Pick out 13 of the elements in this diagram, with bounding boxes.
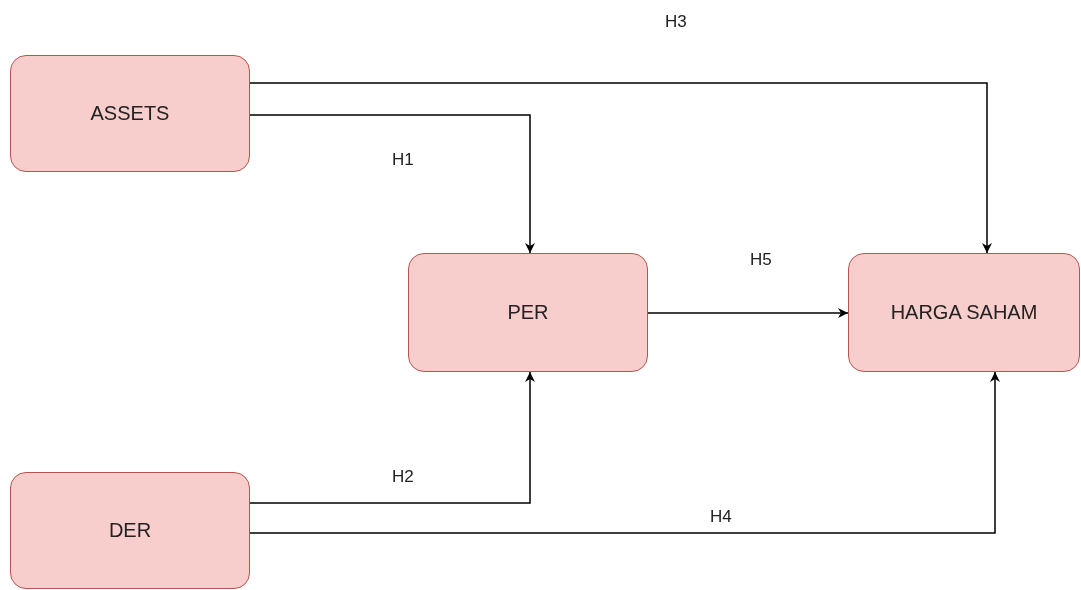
process-box	[408, 253, 648, 372]
process-box	[10, 55, 250, 172]
arrow	[249, 371, 1000, 534]
process-box	[10, 472, 250, 589]
node-label: HARGA SAHAM	[890, 301, 1038, 324]
arrow	[647, 308, 849, 318]
arrow	[249, 114, 535, 254]
node-label: ASSETS	[90, 102, 170, 125]
node-label: PER	[507, 301, 549, 324]
process-box	[848, 253, 1080, 372]
arrow	[249, 82, 992, 254]
node-label: DER	[108, 519, 152, 542]
arrow	[249, 371, 535, 504]
